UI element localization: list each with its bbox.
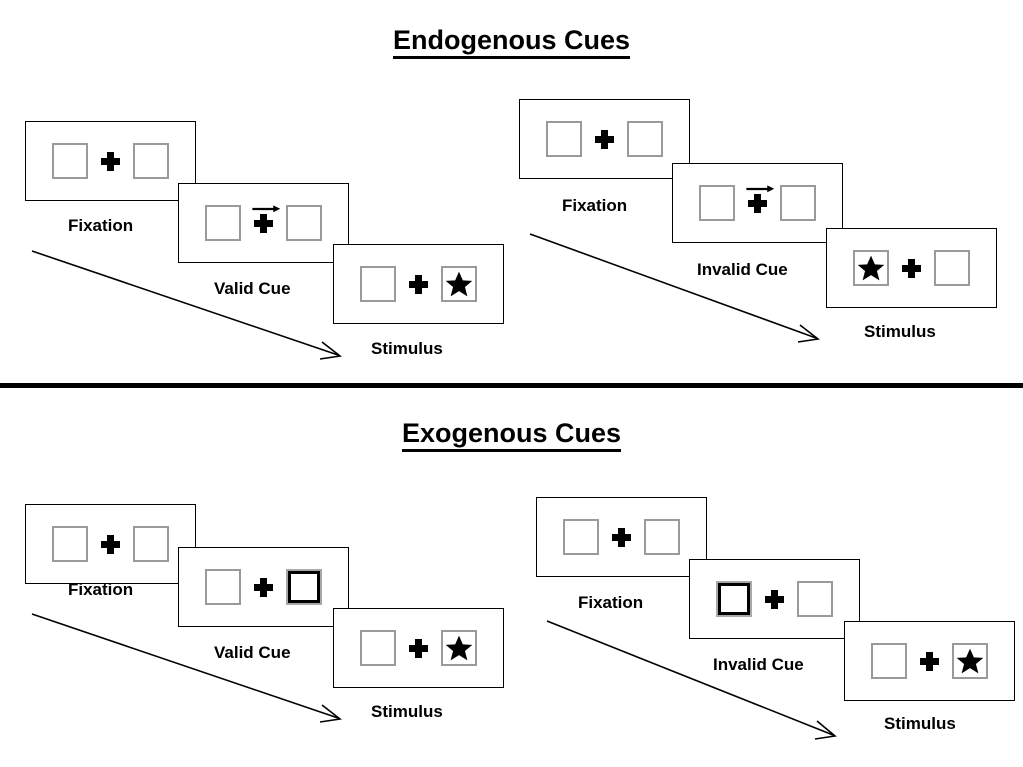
cue-slot (920, 651, 939, 671)
caption-exogenous-valid-stimulus: Stimulus (371, 702, 443, 721)
cue-slot (101, 151, 120, 171)
time-flow-arrow-endogenous-valid (31, 250, 342, 360)
fixation-cross-icon (612, 527, 631, 547)
placeholder-box-right (441, 266, 477, 302)
caption-endogenous-valid-stimulus: Stimulus (371, 339, 443, 358)
caption-endogenous-invalid-stimulus: Stimulus (864, 322, 936, 341)
star-icon (445, 271, 473, 297)
caption-exogenous-invalid-fixation: Fixation (578, 593, 644, 612)
placeholder-box-left (871, 643, 907, 679)
placeholder-box-right (286, 205, 322, 241)
section-title-exogenous: Exogenous Cues (0, 418, 1023, 452)
panel-exogenous-invalid-fixation (536, 497, 707, 577)
section-title-exogenous-text: Exogenous Cues (401, 418, 622, 452)
placeholder-box-right (952, 643, 988, 679)
cue-slot (765, 589, 784, 609)
panel-exogenous-invalid-stimulus (844, 621, 1015, 701)
placeholder-box-right (133, 526, 169, 562)
cue-slot (745, 184, 774, 213)
section-title-endogenous-text: Endogenous Cues (392, 25, 630, 59)
placeholder-box-left (205, 205, 241, 241)
panel-exogenous-valid-stimulus (333, 608, 504, 688)
placeholder-box-left (563, 519, 599, 555)
fixation-cross-icon (902, 258, 921, 278)
panel-endogenous-invalid-stimulus (826, 228, 997, 308)
panel-exogenous-valid-fixation (25, 504, 196, 584)
fixation-cross-icon (254, 577, 273, 597)
cue-slot (409, 274, 428, 294)
placeholder-box-left (205, 569, 241, 605)
placeholder-box-left (360, 630, 396, 666)
panel-exogenous-invalid-cue (689, 559, 860, 639)
caption-endogenous-valid-cue: Valid Cue (214, 279, 291, 298)
caption-exogenous-valid-cue: Valid Cue (214, 643, 291, 662)
star-icon (956, 648, 984, 674)
placeholder-box-right (627, 121, 663, 157)
fixation-cross-icon (748, 193, 767, 213)
placeholder-box-left (360, 266, 396, 302)
caption-exogenous-invalid-stimulus: Stimulus (884, 714, 956, 733)
fixation-cross-icon (101, 534, 120, 554)
cue-slot (595, 129, 614, 149)
fixation-cross-icon (765, 589, 784, 609)
time-flow-arrow-exogenous-valid (31, 613, 342, 723)
placeholder-box-left (853, 250, 889, 286)
cue-slot (612, 527, 631, 547)
panel-exogenous-valid-cue (178, 547, 349, 627)
panel-endogenous-valid-stimulus (333, 244, 504, 324)
placeholder-box-right (644, 519, 680, 555)
star-icon (857, 255, 885, 281)
time-flow-arrow-endogenous-invalid (529, 233, 820, 343)
placeholder-box-right (133, 143, 169, 179)
cue-slot (251, 204, 280, 233)
placeholder-box-right (797, 581, 833, 617)
placeholder-box-right (441, 630, 477, 666)
fixation-cross-icon (101, 151, 120, 171)
panel-endogenous-invalid-cue (672, 163, 843, 243)
panel-endogenous-invalid-fixation (519, 99, 690, 179)
cued-box-right (286, 569, 322, 605)
fixation-cross-icon (254, 213, 273, 233)
cue-slot (254, 577, 273, 597)
placeholder-box-right (780, 185, 816, 221)
fixation-cross-icon (409, 274, 428, 294)
section-divider (0, 383, 1023, 388)
placeholder-box-left (52, 143, 88, 179)
panel-endogenous-valid-cue (178, 183, 349, 263)
caption-endogenous-valid-fixation: Fixation (68, 216, 134, 235)
cue-slot (409, 638, 428, 658)
arrow-right-icon (251, 204, 280, 212)
panel-endogenous-valid-fixation (25, 121, 196, 201)
placeholder-box-left (699, 185, 735, 221)
cue-slot (101, 534, 120, 554)
fixation-cross-icon (595, 129, 614, 149)
cue-slot (902, 258, 921, 278)
fixation-cross-icon (409, 638, 428, 658)
time-flow-arrow-exogenous-invalid (546, 620, 837, 740)
caption-exogenous-valid-fixation: Fixation (68, 580, 134, 599)
section-title-endogenous: Endogenous Cues (0, 25, 1023, 59)
placeholder-box-right (934, 250, 970, 286)
star-icon (445, 635, 473, 661)
cued-box-left (716, 581, 752, 617)
caption-exogenous-invalid-cue: Invalid Cue (713, 655, 804, 674)
fixation-cross-icon (920, 651, 939, 671)
placeholder-box-left (546, 121, 582, 157)
caption-endogenous-invalid-fixation: Fixation (562, 196, 628, 215)
placeholder-box-left (52, 526, 88, 562)
arrow-right-icon (745, 184, 774, 192)
caption-endogenous-invalid-cue: Invalid Cue (697, 260, 788, 279)
